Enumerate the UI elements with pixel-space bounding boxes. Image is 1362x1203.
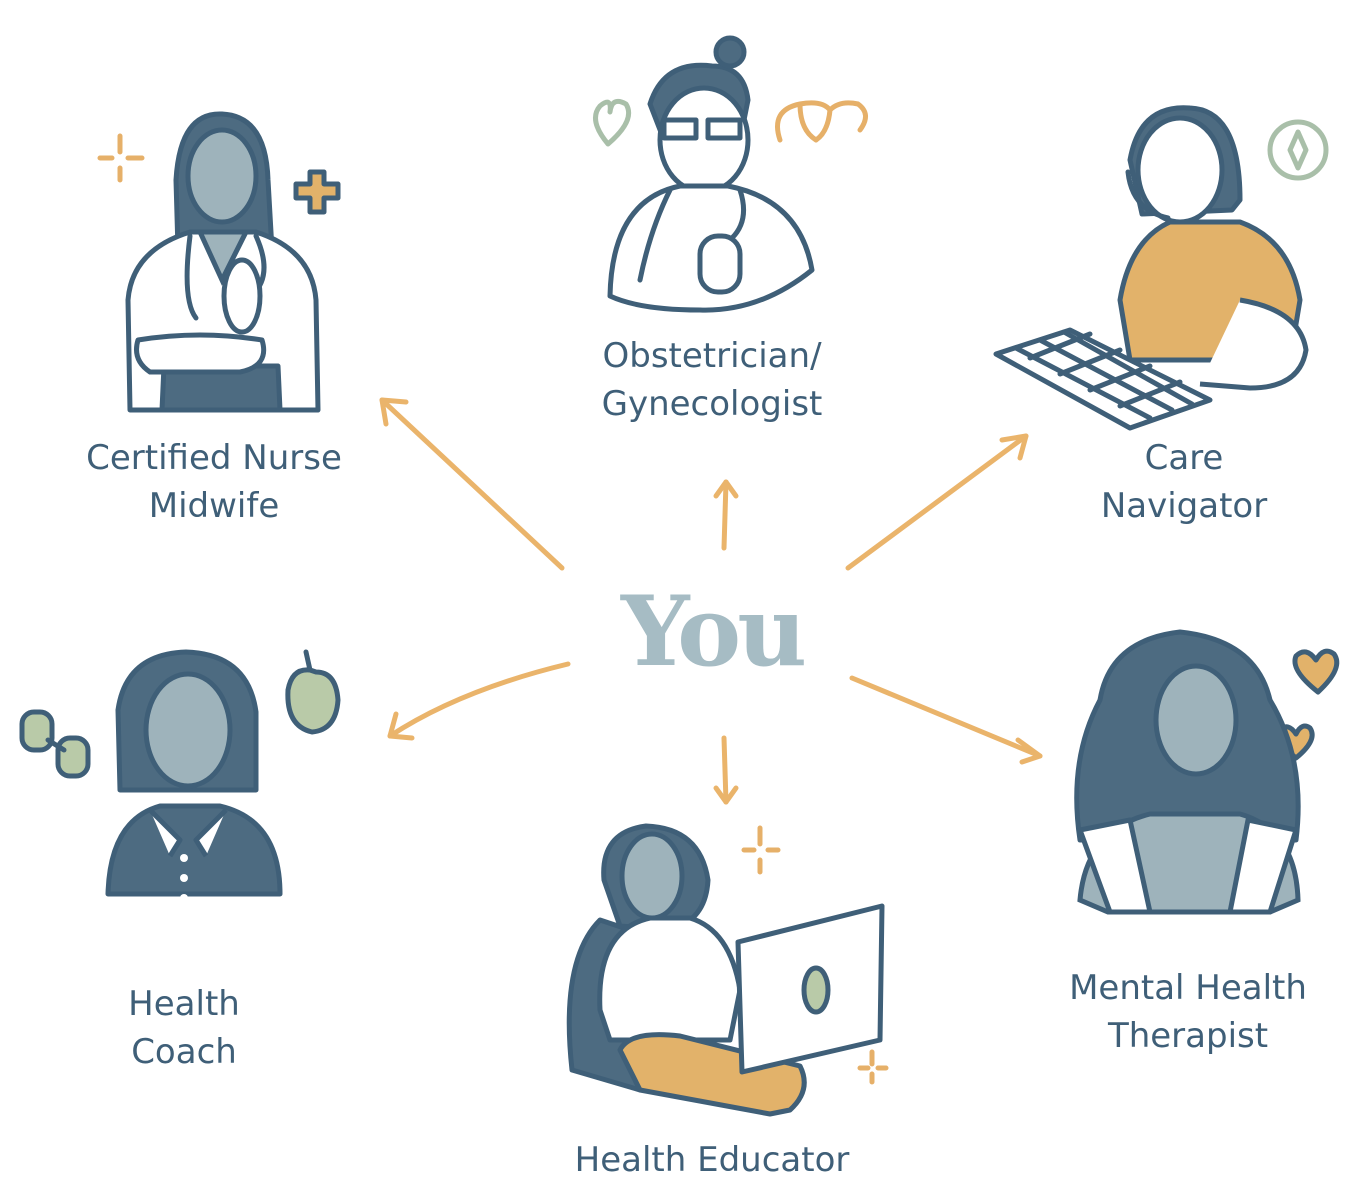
center-you-label: You [620,575,807,688]
obgyn-illustration [593,35,868,313]
dumbbell-icon [19,709,91,779]
uterus-icon [775,100,868,143]
arrow-to-obgyn [713,479,739,551]
educator-illustration [566,823,889,1117]
heart-icon [593,98,632,147]
heart-icon [1292,648,1340,695]
role-label-therapist: Mental Health Therapist [1069,968,1307,1056]
midwife-illustration [97,111,341,413]
coach-illustration [19,649,341,902]
role-label-navigator: Care Navigator [1100,438,1268,526]
sparkle-icon [857,1049,889,1085]
role-label-midwife: Certified Nurse Midwife [86,438,342,526]
role-label-coach: Health Coach [128,984,240,1072]
arrow-to-midwife [379,397,565,571]
sparkle-icon [97,133,145,183]
apple-icon [285,649,341,735]
medical-cross-icon [293,169,341,215]
sparkle-icon [741,825,781,875]
navigator-illustration [993,105,1329,431]
therapist-illustration [1074,629,1340,915]
arrow-to-educator [713,735,739,805]
arrow-to-navigator [845,433,1029,571]
arrow-to-coach [387,661,571,741]
arrow-to-therapist [849,675,1043,765]
role-label-educator: Health Educator [574,1140,850,1180]
role-label-obgyn: Obstetrician/ Gynecologist [601,336,823,424]
compass-icon [1267,119,1329,181]
